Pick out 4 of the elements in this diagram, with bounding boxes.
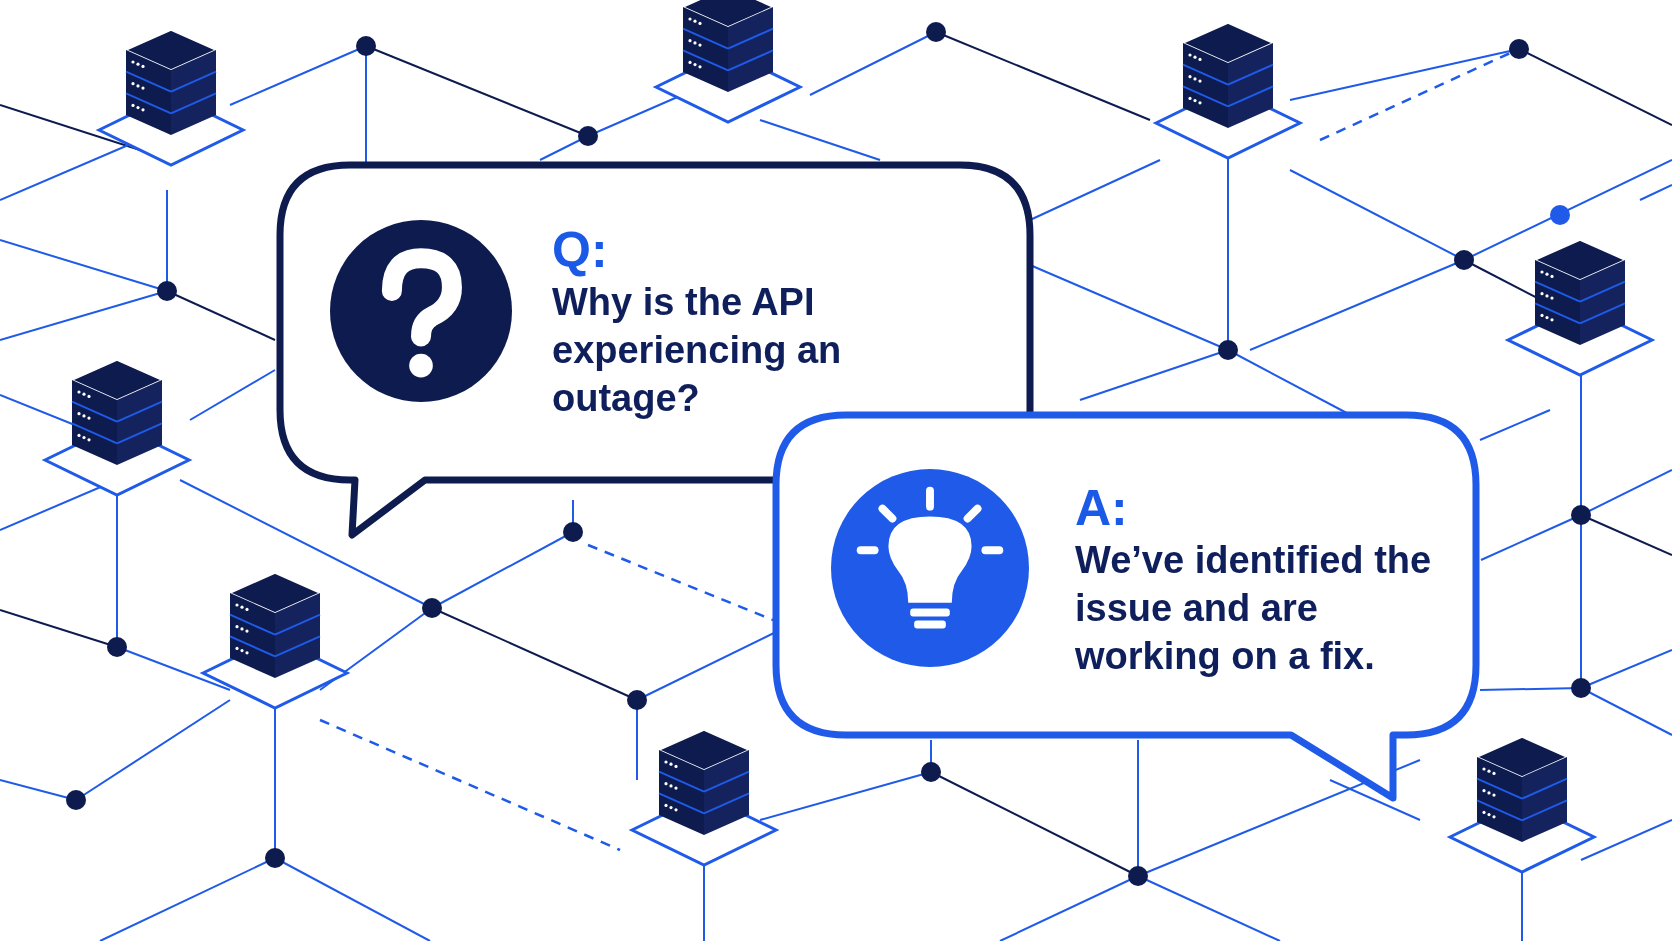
speech-bubble-heading: Q: [552,222,608,278]
speech-bubble-text: Why is the API experiencing an outage? [552,280,843,421]
speech-bubble-heading: A: [1075,480,1128,536]
speech-bubble-text: We’ve identified the issue and are working on a fix. [1075,538,1433,679]
